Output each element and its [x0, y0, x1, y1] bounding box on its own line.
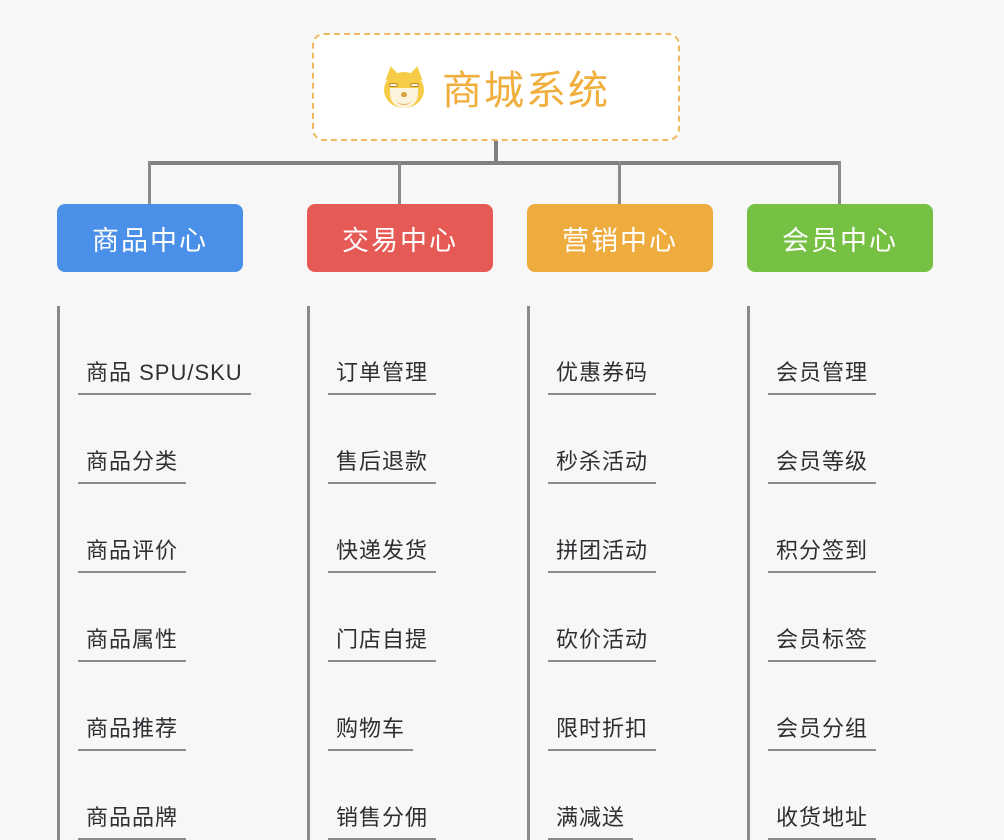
leaf-label: 积分签到 — [768, 538, 877, 573]
leaf-label: 拼团活动 — [548, 538, 657, 573]
leaf-item[interactable]: 门店自提 — [328, 573, 493, 662]
leaf-label: 快递发货 — [328, 538, 437, 573]
leaf-label: 商品分类 — [78, 449, 187, 484]
leaf-item[interactable]: 商品分类 — [78, 395, 243, 484]
leaf-label: 会员管理 — [768, 360, 877, 395]
leaf-item[interactable]: 秒杀活动 — [548, 395, 713, 484]
leaf-list-marketing-center: 优惠券码 秒杀活动 拼团活动 砍价活动 限时折扣 满减送 — [527, 306, 713, 840]
leaf-item[interactable]: 会员标签 — [768, 573, 933, 662]
leaf-label: 秒杀活动 — [548, 449, 657, 484]
leaf-label: 销售分佣 — [328, 805, 437, 840]
leaf-item[interactable]: 限时折扣 — [548, 662, 713, 751]
leaf-item[interactable]: 收货地址 — [768, 751, 933, 840]
leaf-label: 商品推荐 — [78, 716, 187, 751]
connector-root-stem — [494, 141, 498, 163]
leaf-item[interactable]: 商品推荐 — [78, 662, 243, 751]
leaf-item[interactable]: 会员等级 — [768, 395, 933, 484]
leaf-label: 会员分组 — [768, 716, 877, 751]
leaf-label: 商品评价 — [78, 538, 187, 573]
leaf-item[interactable]: 商品属性 — [78, 573, 243, 662]
leaf-item[interactable]: 砍价活动 — [548, 573, 713, 662]
column-marketing-center: 营销中心 优惠券码 秒杀活动 拼团活动 砍价活动 限时折扣 满减送 — [527, 204, 713, 840]
leaf-item[interactable]: 会员管理 — [768, 306, 933, 395]
leaf-label: 商品品牌 — [78, 805, 187, 840]
leaf-item[interactable]: 快递发货 — [328, 484, 493, 573]
connector-drop-trade-center — [398, 161, 401, 205]
leaf-label: 门店自提 — [328, 627, 437, 662]
shiba-dog-icon — [382, 64, 428, 110]
leaf-item[interactable]: 销售分佣 — [328, 751, 493, 840]
leaf-label: 收货地址 — [768, 805, 877, 840]
leaf-item[interactable]: 商品 SPU/SKU — [78, 306, 251, 395]
root-node-shop-system[interactable]: 商城系统 — [312, 33, 680, 141]
leaf-item[interactable]: 满减送 — [548, 751, 713, 840]
leaf-label: 订单管理 — [328, 360, 437, 395]
category-header-marketing-center[interactable]: 营销中心 — [527, 204, 713, 272]
leaf-item[interactable]: 拼团活动 — [548, 484, 713, 573]
leaf-label: 商品属性 — [78, 627, 187, 662]
leaf-list-member-center: 会员管理 会员等级 积分签到 会员标签 会员分组 收货地址 — [747, 306, 933, 840]
root-title: 商城系统 — [442, 69, 610, 113]
leaf-list-trade-center: 订单管理 售后退款 快递发货 门店自提 购物车 销售分佣 — [307, 306, 493, 840]
category-header-product-center[interactable]: 商品中心 — [57, 204, 243, 272]
leaf-label: 售后退款 — [328, 449, 437, 484]
column-trade-center: 交易中心 订单管理 售后退款 快递发货 门店自提 购物车 销售分佣 — [307, 204, 493, 840]
connector-drop-marketing-center — [618, 161, 621, 205]
leaf-item[interactable]: 商品品牌 — [78, 751, 243, 840]
column-product-center: 商品中心 商品 SPU/SKU 商品分类 商品评价 商品属性 商品推荐 商品品牌 — [57, 204, 251, 840]
leaf-label: 商品 SPU/SKU — [78, 360, 251, 395]
leaf-item[interactable]: 优惠券码 — [548, 306, 713, 395]
leaf-item[interactable]: 积分签到 — [768, 484, 933, 573]
leaf-list-product-center: 商品 SPU/SKU 商品分类 商品评价 商品属性 商品推荐 商品品牌 — [57, 306, 251, 840]
leaf-item[interactable]: 售后退款 — [328, 395, 493, 484]
connector-horizontal-bar — [150, 161, 840, 165]
category-title: 商品中心 — [92, 225, 208, 256]
leaf-label: 砍价活动 — [548, 627, 657, 662]
category-header-trade-center[interactable]: 交易中心 — [307, 204, 493, 272]
leaf-label: 会员标签 — [768, 627, 877, 662]
leaf-label: 优惠券码 — [548, 360, 657, 395]
category-header-member-center[interactable]: 会员中心 — [747, 204, 933, 272]
category-title: 会员中心 — [782, 225, 898, 256]
leaf-item[interactable]: 购物车 — [328, 662, 493, 751]
column-member-center: 会员中心 会员管理 会员等级 积分签到 会员标签 会员分组 收货地址 — [747, 204, 933, 840]
leaf-item[interactable]: 商品评价 — [78, 484, 243, 573]
leaf-item[interactable]: 会员分组 — [768, 662, 933, 751]
leaf-label: 会员等级 — [768, 449, 877, 484]
connector-drop-member-center — [838, 161, 841, 205]
category-title: 营销中心 — [562, 225, 678, 256]
category-title: 交易中心 — [342, 225, 458, 256]
leaf-label: 满减送 — [548, 805, 634, 840]
connector-drop-product-center — [148, 161, 151, 205]
leaf-label: 购物车 — [328, 716, 414, 751]
leaf-item[interactable]: 订单管理 — [328, 306, 493, 395]
leaf-label: 限时折扣 — [548, 716, 657, 751]
